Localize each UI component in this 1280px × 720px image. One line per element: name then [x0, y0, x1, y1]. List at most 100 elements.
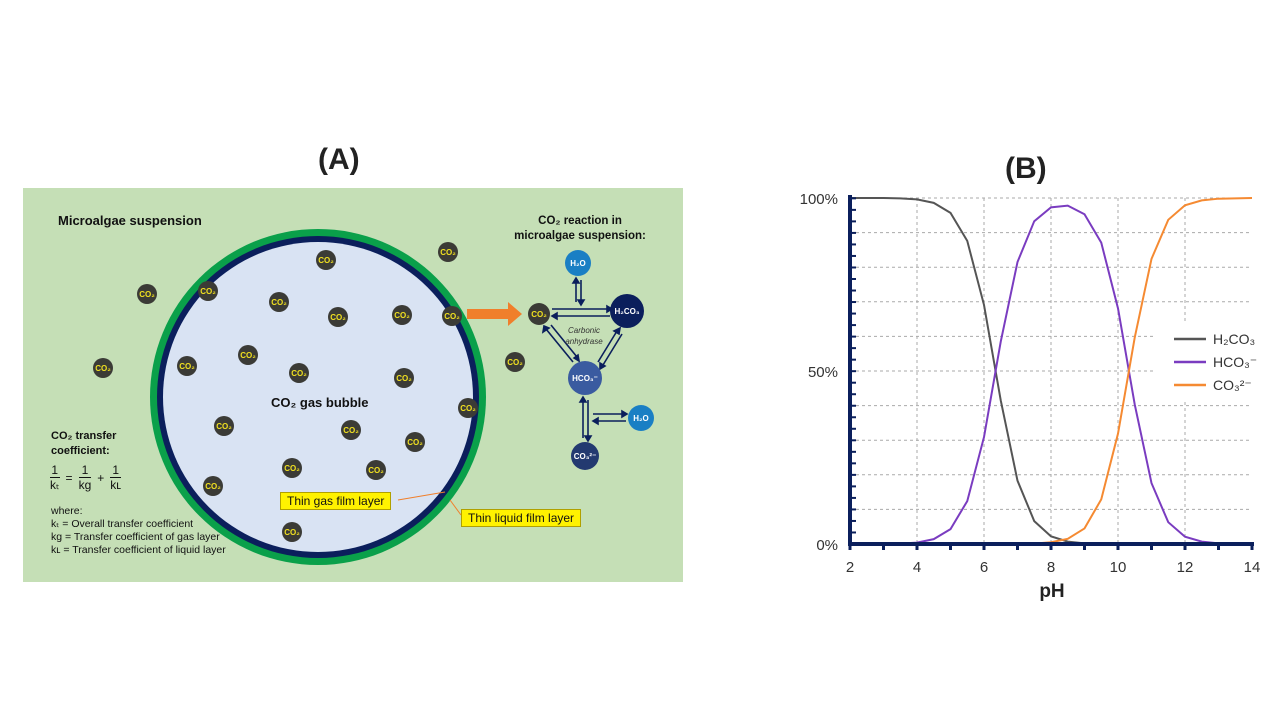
h2o-top-label: H₂O: [570, 259, 586, 268]
co2-molecule: CO₂: [269, 292, 289, 312]
co3-node: [571, 442, 599, 470]
co2-molecule: CO₂: [214, 416, 234, 436]
x-tick-label: 14: [1244, 559, 1261, 576]
co2-molecule-label: CO₂: [284, 464, 300, 473]
co2-molecule-label: CO₂: [407, 438, 423, 447]
chart-title: (B): [1005, 152, 1047, 185]
x-axis-label: pH: [1039, 581, 1064, 602]
eq-kg: kɡ: [78, 477, 92, 492]
co2-molecule: CO₂: [405, 432, 425, 452]
y-tick-label: 50%: [808, 364, 838, 381]
co2-molecule: CO₂: [442, 306, 462, 326]
h2o-right-node: [628, 405, 654, 431]
co2-molecule: CO₂: [177, 356, 197, 376]
legend-label: HCO₃⁻: [1213, 354, 1257, 370]
transfer-arrow-icon: [467, 302, 522, 326]
definition-kl: kʟ = Transfer coefficient of liquid laye…: [51, 544, 226, 556]
co2-molecule-label: CO₂: [507, 358, 523, 367]
co2-molecule-label: CO₂: [95, 364, 111, 373]
x-tick-label: 12: [1177, 559, 1194, 576]
co2-molecule-label: CO₂: [179, 362, 195, 371]
co2-molecule: CO₂: [282, 458, 302, 478]
suspension-label: Microalgae suspension: [58, 213, 202, 228]
co2-molecule-label: CO₂: [394, 311, 410, 320]
transfer-title-line2: coefficient:: [51, 445, 110, 457]
reaction-title: CO₂ reaction in microalgae suspension:: [510, 214, 650, 244]
co2-molecule: CO₂: [289, 363, 309, 383]
x-tick-label: 4: [913, 559, 921, 576]
co2-molecule: CO₂: [203, 476, 223, 496]
co2-molecule-label: CO₂: [444, 312, 460, 321]
enzyme-label-2: anhydrase: [565, 337, 603, 346]
co2-molecule: CO₂: [438, 242, 458, 262]
co2-molecule: CO₂: [366, 460, 386, 480]
eq-sign: =: [65, 470, 73, 485]
legend-label: CO₃²⁻: [1213, 377, 1252, 393]
h2co3-node: [610, 294, 644, 328]
h2o-right-label: H₂O: [633, 414, 649, 423]
x-tick-label: 6: [980, 559, 988, 576]
co2-molecule-label: CO₂: [343, 426, 359, 435]
eq-num: 1: [81, 463, 89, 477]
legend-box: [1154, 322, 1260, 402]
co2-molecule-label: CO₂: [240, 351, 256, 360]
co2-molecule-label: CO₂: [284, 528, 300, 537]
eq-plus: +: [97, 470, 105, 485]
co2-molecule: CO₂: [458, 398, 478, 418]
co2-molecule: CO₂: [341, 420, 361, 440]
hco3-node: [568, 361, 602, 395]
reaction-title-line2: microalgae suspension:: [514, 230, 646, 242]
co2-molecule-label: CO₂: [440, 248, 456, 257]
co2-molecule: CO₂: [93, 358, 113, 378]
co2-molecule: CO₂: [198, 281, 218, 301]
co2-molecule: CO₂: [316, 250, 336, 270]
definitions: where: kₜ = Overall transfer coefficient…: [51, 505, 226, 557]
y-tick-label: 0%: [816, 537, 838, 554]
co2-molecule-label: CO₂: [139, 290, 155, 299]
x-tick-label: 10: [1110, 559, 1127, 576]
gas-film-label: Thin gas film layer: [280, 492, 392, 510]
co2-molecule-label: CO₂: [271, 298, 287, 307]
transfer-title: CO₂ transfer coefficient:: [51, 429, 116, 459]
co2-molecule: CO₂: [394, 368, 414, 388]
eq-num: 1: [112, 463, 120, 477]
co2-molecule-label: CO₂: [396, 374, 412, 383]
liquid-film-label: Thin liquid film layer: [461, 509, 582, 527]
x-tick-label: 8: [1047, 559, 1055, 576]
co2-molecule: CO₂: [282, 522, 302, 542]
eq-kt: kₜ: [50, 477, 60, 492]
co2-molecules: CO₂ CO₂ CO₂ CO₂ CO₂ CO₂ CO₂ CO₂ CO₂ CO₂ CO₂ CO₂ CO₂ C…: [93, 242, 525, 542]
x-tick-label: 2: [846, 559, 854, 576]
legend-label: H₂CO₃: [1213, 331, 1255, 347]
co2-molecule-label: CO₂: [330, 313, 346, 322]
panel-a-title: (A): [318, 143, 360, 176]
bubble-label: CO₂ gas bubble: [271, 395, 369, 410]
co2-molecule: CO₂: [137, 284, 157, 304]
co2-molecule-label: CO₂: [205, 482, 221, 491]
y-tick-label: 100%: [800, 191, 838, 208]
eq-num: 1: [51, 463, 59, 477]
co2-molecule-label: CO₂: [291, 369, 307, 378]
transfer-title-line1: CO₂ transfer: [51, 430, 117, 442]
co2-node: [528, 303, 550, 325]
co2-molecule-label: CO₂: [200, 287, 216, 296]
co3-label: CO₃²⁻: [574, 452, 597, 461]
co2-molecule: CO₂: [238, 345, 258, 365]
gas-film-pointer: [397, 491, 446, 501]
co2-molecule: CO₂: [392, 305, 412, 325]
h2co3-label: H₂CO₃: [614, 307, 639, 316]
reaction-arrows: [541, 276, 629, 443]
definition-kt: kₜ = Overall transfer coefficient: [51, 518, 194, 530]
enzyme-label-1: Carbonic: [568, 326, 600, 335]
where-label: where:: [51, 505, 83, 517]
hco3-label: HCO₃⁻: [572, 374, 598, 383]
definition-kg: kɡ = Transfer coefficient of gas layer: [51, 531, 220, 543]
co2-molecule-label: CO₂: [318, 256, 334, 265]
co2-node-label: CO₂: [531, 310, 547, 319]
reaction-title-line1: CO₂ reaction in: [538, 215, 622, 227]
eq-kl: kʟ: [110, 477, 122, 492]
liquid-film-pointer: [449, 499, 462, 516]
